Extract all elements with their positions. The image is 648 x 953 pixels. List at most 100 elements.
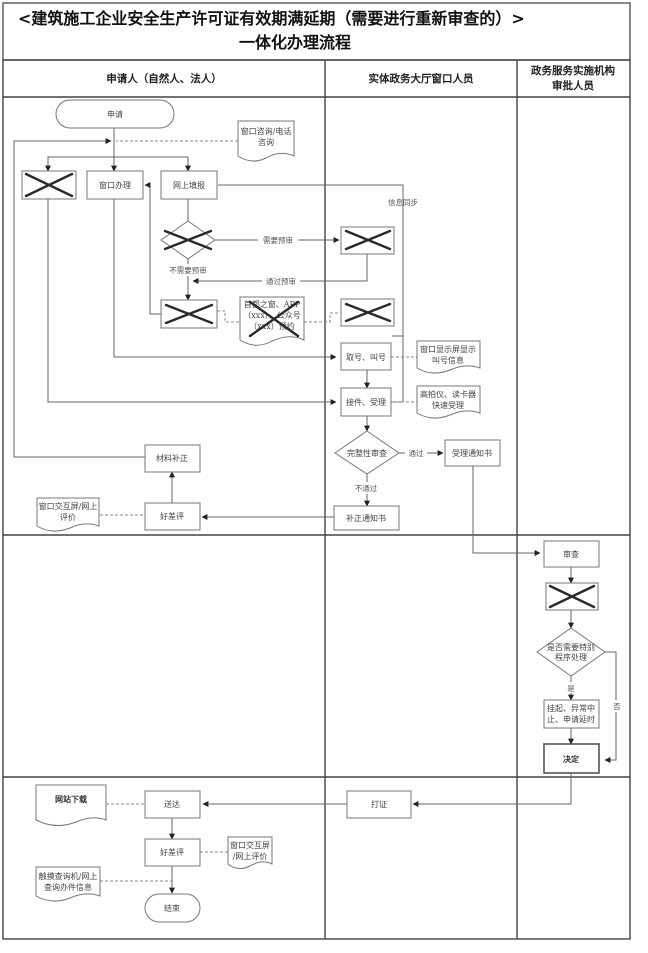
material-fix-box: 材料补正: [144, 444, 201, 473]
crossed-out-review-box: [545, 582, 599, 611]
title-line-1: <建筑施工企业安全生产许可证有效期满延期（需要进行重新审查的）>: [18, 9, 525, 28]
label-info-sync: 信息同步: [388, 197, 418, 207]
crossed-out-left-box: [21, 170, 77, 200]
edge-decision-to-print: [412, 773, 572, 807]
query-document: 触摸查询机/网上 查询办件信息: [35, 866, 101, 902]
take-number-box: 取号、叫号: [340, 342, 392, 371]
rating-box-2: 好差评: [144, 838, 201, 867]
take-number-label: 取号、叫号: [346, 352, 386, 362]
edge-accept-to-review: [472, 466, 541, 556]
window-handle-box: 窗口办理: [86, 170, 144, 200]
accept-notice-label: 受理通知书: [452, 448, 492, 458]
crossed-doc-line-3: （xxx）预约: [249, 321, 295, 331]
label-bg: [405, 447, 427, 459]
material-fix-label: 材料补正: [156, 453, 188, 463]
end-label: 结束: [164, 903, 180, 913]
crossed-out-decision: [160, 220, 216, 260]
crossed-out-window-box: [340, 298, 395, 327]
title-frame: [2, 2, 631, 61]
label-no: 否: [613, 702, 621, 711]
start-label: 申请: [107, 109, 123, 119]
rating-2-doc-line-2: /网上评价: [233, 852, 268, 861]
lane-header-applicant: 申请人（自然人、法人）: [106, 72, 222, 85]
rating-2-doc-line-1: 窗口交互屏: [230, 840, 270, 850]
completeness-label: 完整性审查: [347, 448, 387, 458]
label-pass: 通过: [409, 448, 424, 458]
screen-doc-line-2: 叫号信息: [432, 355, 464, 365]
consult-doc-line-2: 咨询: [258, 137, 274, 147]
edge-pass-precheck: [192, 254, 368, 284]
label-not-pass: 不通过: [355, 483, 378, 493]
crossed-out-precheck-box: [340, 226, 395, 255]
rating-2-label: 好差评: [160, 847, 184, 857]
label-pass-precheck: 通过预审: [266, 276, 296, 286]
start-terminator: 申请: [55, 99, 175, 129]
special-procedure-decision: 是否需要特别 程序处理: [536, 627, 606, 677]
edge-appoint-doc-dashed: [217, 310, 240, 323]
label-no-precheck: 不需要预审: [169, 265, 207, 275]
crossed-doc-line-1: 首都之窗、APP: [244, 299, 301, 309]
crossed-doc-line-2: （xxx）、公众号: [243, 311, 301, 320]
query-doc-line-1: 触摸查询机/网上: [39, 871, 98, 881]
screen-display-document: 窗口显示屏显示 叫号信息: [416, 340, 481, 374]
online-fill-box: 网上填报: [160, 170, 218, 200]
edge-window-to-number: [113, 199, 337, 360]
print-certificate-box: 打证: [346, 790, 412, 819]
consult-document: 窗口咨询/电话 咨询: [237, 120, 295, 162]
label-need-precheck: 需要预审: [263, 235, 293, 245]
end-terminator: 结束: [144, 893, 201, 923]
print-label: 打证: [371, 799, 387, 809]
accept-notice-box: 受理通知书: [444, 439, 501, 467]
edge-split: [47, 156, 189, 169]
label-bg: [611, 700, 622, 712]
edge-sync-to-receive: [391, 336, 404, 403]
online-fill-label: 网上填报: [173, 180, 205, 190]
label-bg: [258, 234, 298, 246]
swimlane-frame: [2, 59, 631, 940]
suspend-line-1: 挂起、异常中: [547, 703, 595, 713]
lane-header-approver-1: 政务服务实施机构: [531, 64, 615, 77]
query-doc-line-2: 查询办件信息: [44, 882, 92, 892]
suspend-line-2: 止、申请延时: [547, 714, 595, 724]
label-bg: [160, 264, 216, 276]
suspend-box: 挂起、异常中 止、申请延时: [543, 699, 600, 729]
rating-1-label: 好差评: [160, 511, 184, 521]
download-doc-label: 网站下载: [55, 794, 87, 804]
scanner-doc-line-2: 快速受理: [432, 400, 464, 410]
edge-info-sync: [218, 184, 404, 336]
label-bg: [350, 482, 382, 494]
rating-box-1: 好差评: [144, 502, 201, 531]
edge-appoint-to-window: [144, 182, 161, 315]
window-handle-label: 窗口办理: [99, 180, 131, 190]
review-box: 审查: [543, 540, 600, 568]
rating-1-doc-line-1: 窗口交互屏/网上: [39, 501, 98, 511]
edge-doc-window-dashed: [304, 312, 340, 323]
screen-doc-line-1: 窗口显示屏显示: [420, 344, 476, 354]
label-bg: [566, 682, 576, 693]
supplement-notice-box: 补正通知书: [333, 505, 400, 531]
deliver-label: 送达: [164, 799, 180, 809]
completeness-check-decision: 完整性审查: [334, 430, 400, 475]
deliver-box: 送达: [144, 790, 201, 819]
crossed-out-appointment-box: [160, 299, 218, 329]
scanner-document: 高拍仪、读卡器 快速受理: [416, 385, 481, 419]
receive-accept-box: 接件、受理: [340, 387, 392, 417]
receive-label: 接件、受理: [346, 397, 386, 407]
edge-fix-to-start: [13, 138, 147, 458]
special-diamond-line-2: 程序处理: [555, 652, 587, 662]
crossed-out-appointment-document: 首都之窗、APP （xxx）、公众号 （xxx）预约: [239, 296, 305, 346]
website-download-document: 网站下载: [35, 784, 107, 826]
label-yes: 是: [567, 684, 575, 693]
review-label: 审查: [563, 549, 579, 559]
edge-left-to-receive: [47, 199, 337, 405]
rating-1-document: 窗口交互屏/网上 评价: [36, 497, 100, 532]
rating-2-document: 窗口交互屏 /网上评价: [227, 836, 273, 870]
special-diamond-line-1: 是否需要特别: [547, 642, 595, 652]
scanner-doc-line-1: 高拍仪、读卡器: [420, 389, 476, 399]
lane-header-window: 实体政务大厅窗口人员: [369, 72, 474, 85]
title-line-2: 一体化办理流程: [239, 33, 351, 52]
decision-label: 决定: [563, 754, 579, 764]
decision-box: 决定: [543, 743, 600, 774]
rating-1-doc-line-2: 评价: [60, 513, 76, 522]
